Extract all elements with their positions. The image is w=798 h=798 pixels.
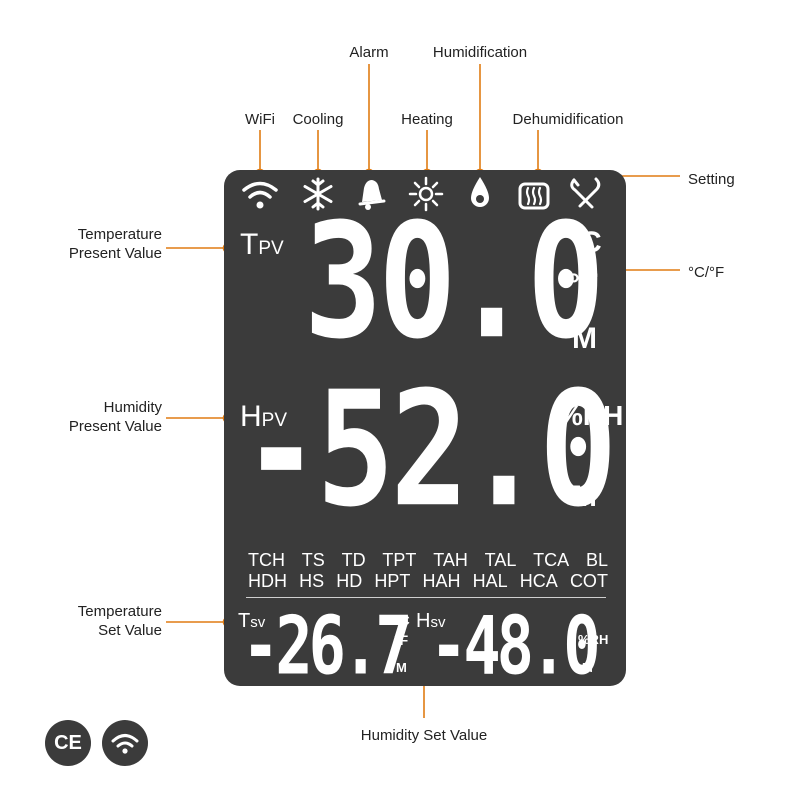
status-code: TAH bbox=[433, 550, 468, 570]
status-code: TAL bbox=[484, 550, 517, 570]
sun-icon bbox=[408, 176, 444, 212]
callout-temp-present-line1: Temperature bbox=[77, 226, 162, 243]
hpv-sub: PV bbox=[261, 410, 288, 431]
status-code: TCA bbox=[533, 550, 570, 570]
unit-m-temp-set: M bbox=[396, 660, 407, 675]
hpv-main: H bbox=[240, 400, 262, 433]
tsv-sub: sv bbox=[250, 614, 266, 631]
status-code: TS bbox=[301, 550, 325, 570]
unit-fahrenheit-set: °F bbox=[394, 632, 409, 648]
tsv-tag: Tsv bbox=[238, 610, 265, 633]
unit-rh-set: %RH bbox=[578, 632, 609, 647]
callout-hum-present-line1: Humidity bbox=[103, 399, 162, 416]
status-codes-row-1: TCH TS TD TPT TAH TAL TCA BL bbox=[248, 550, 608, 571]
status-code: BL bbox=[585, 550, 608, 570]
callout-setting: Setting bbox=[688, 171, 735, 188]
tpv-tag: TPV bbox=[240, 228, 284, 262]
hpv-tag: HPV bbox=[240, 400, 287, 434]
ce-mark: CE bbox=[54, 732, 82, 754]
callout-temp-present-line2: Present Value bbox=[68, 245, 162, 262]
status-code: HDH bbox=[248, 571, 287, 591]
bell-icon bbox=[358, 180, 386, 210]
unit-m-hum-set: M bbox=[582, 660, 593, 675]
callout-humidification: Humidification bbox=[432, 44, 528, 61]
status-code: TCH bbox=[248, 550, 285, 570]
hsv-tag: Hsv bbox=[416, 610, 445, 633]
callout-unit-switch: °C/°F bbox=[688, 264, 725, 281]
callout-hum-set: Humidity Set Value bbox=[360, 727, 488, 744]
ce-badge: CE bbox=[45, 720, 91, 766]
hsv-sub: sv bbox=[430, 614, 446, 631]
dehumidifier-icon bbox=[518, 182, 550, 210]
tpv-main: T bbox=[240, 228, 259, 261]
unit-celsius: °C bbox=[568, 226, 602, 259]
status-code: HAL bbox=[472, 571, 508, 591]
temperature-present-value: 30.0 bbox=[304, 188, 605, 375]
tpv-sub: PV bbox=[258, 238, 284, 259]
callout-alarm: Alarm bbox=[349, 44, 389, 61]
wrench-icon bbox=[570, 177, 601, 209]
callout-wifi: WiFi bbox=[245, 111, 275, 128]
callout-temp-set-line1: Temperature bbox=[77, 603, 162, 620]
droplet-icon bbox=[471, 177, 489, 207]
callout-temp-set-line2: Set Value bbox=[98, 622, 162, 639]
status-code: HD bbox=[336, 571, 363, 591]
status-code: TD bbox=[341, 550, 366, 570]
unit-m-hum: M bbox=[572, 480, 597, 513]
status-code: TPT bbox=[382, 550, 417, 570]
divider bbox=[246, 597, 606, 598]
tsv-main: T bbox=[238, 610, 251, 632]
humidity-present-value: -52.0 bbox=[242, 356, 617, 543]
unit-m-temp: M bbox=[572, 322, 597, 355]
callout-hum-present-line2: Present Value bbox=[68, 418, 162, 435]
unit-celsius-set: °C bbox=[394, 612, 410, 628]
callout-dehumidification: Dehumidification bbox=[512, 111, 624, 128]
unit-rh: %RH bbox=[558, 400, 624, 431]
unit-fahrenheit: °F bbox=[568, 268, 599, 301]
callout-heating: Heating bbox=[401, 111, 453, 128]
wifi-icon bbox=[242, 181, 278, 209]
status-code: COT bbox=[569, 571, 608, 591]
status-code: HAH bbox=[422, 571, 461, 591]
status-codes-row-2: HDH HS HD HPT HAH HAL HCA COT bbox=[248, 571, 608, 592]
status-code: HCA bbox=[519, 571, 558, 591]
status-code: HPT bbox=[374, 571, 411, 591]
humidity-set-value: -48.0 bbox=[430, 598, 601, 694]
wifi-badge-icon bbox=[111, 734, 139, 754]
wifi-badge bbox=[102, 720, 148, 766]
hsv-main: H bbox=[416, 610, 431, 632]
status-code: HS bbox=[299, 571, 325, 591]
snowflake-icon bbox=[303, 177, 333, 211]
temperature-set-value: -26.7 bbox=[242, 598, 413, 694]
callout-cooling: Cooling bbox=[292, 111, 344, 128]
